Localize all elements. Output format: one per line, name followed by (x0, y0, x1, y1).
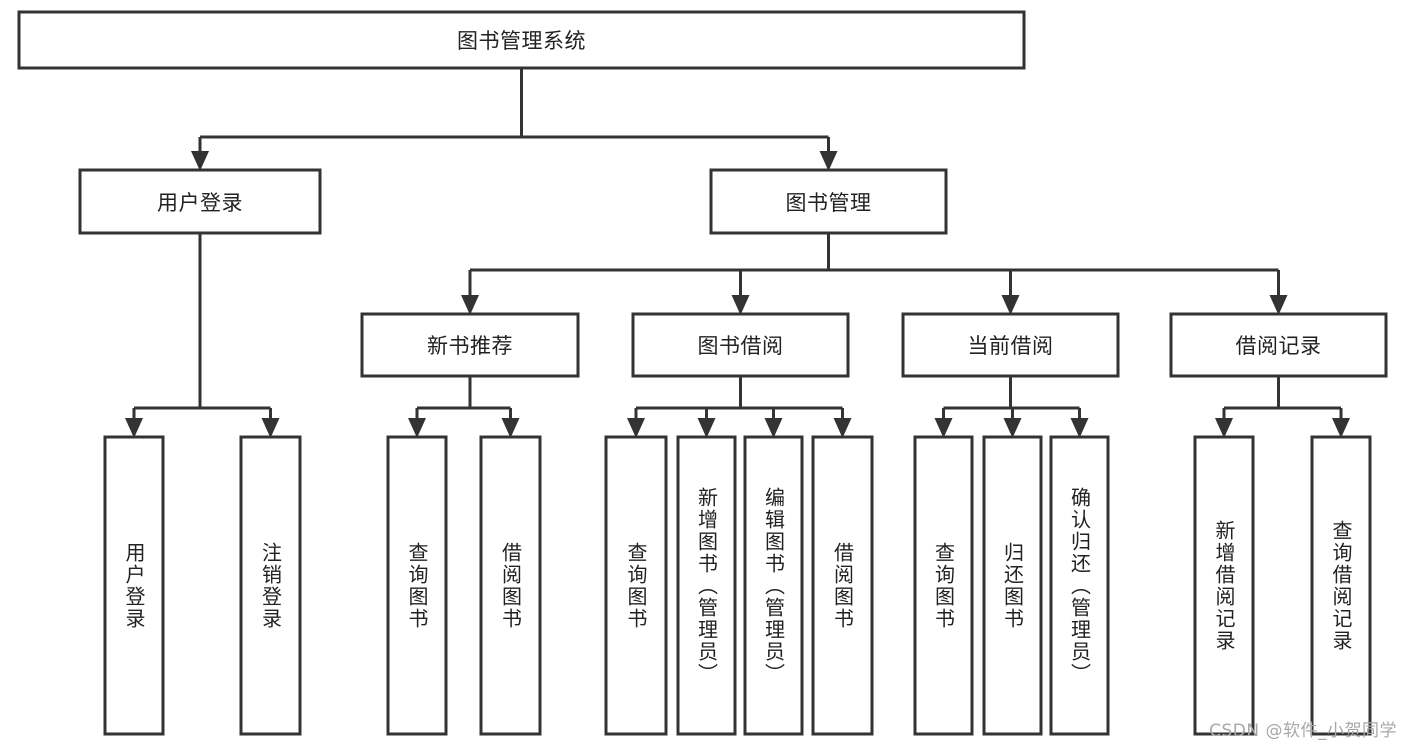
arrow-head (1269, 295, 1288, 315)
node-book-borrow[interactable] (633, 314, 848, 376)
node-box-leaf-add-borrow-record[interactable] (1193, 435, 1255, 736)
arrow-head (697, 418, 716, 438)
node-box-leaf-borrow-book-borrow[interactable] (811, 435, 874, 736)
node-box-leaf-query-book-current[interactable] (913, 435, 974, 736)
node-leaf-add-book-admin[interactable] (678, 437, 735, 734)
arrow-head (833, 418, 852, 438)
node-leaf-confirm-return-admin[interactable] (1051, 437, 1108, 734)
arrow-head (261, 418, 280, 438)
node-root[interactable] (19, 12, 1024, 68)
node-box-leaf-query-book-borrow[interactable] (604, 435, 668, 736)
node-leaf-return-book[interactable] (984, 437, 1041, 734)
node-box-root[interactable] (17, 10, 1026, 70)
node-leaf-user-logout[interactable] (241, 437, 300, 734)
csdn-watermark: CSDN @软件_小贺同学 (1209, 721, 1397, 741)
node-leaf-borrow-book-borrow[interactable] (813, 437, 872, 734)
arrow-head (1215, 418, 1233, 438)
arrow-head (731, 295, 750, 315)
connectors (125, 68, 1350, 438)
node-box-leaf-user-login[interactable] (103, 435, 165, 736)
node-user-login[interactable] (80, 170, 320, 233)
node-leaf-add-borrow-record[interactable] (1195, 437, 1253, 734)
node-box-leaf-edit-book-admin[interactable] (743, 435, 804, 736)
node-leaf-query-book-recommend[interactable] (388, 437, 446, 734)
node-box-leaf-query-borrow-record[interactable] (1310, 435, 1372, 736)
arrow-head (1070, 418, 1089, 438)
node-box-current-borrow[interactable] (901, 312, 1120, 378)
node-borrow-record[interactable] (1171, 314, 1386, 376)
node-box-borrow-record[interactable] (1169, 312, 1388, 378)
arrow-head (934, 418, 953, 438)
node-current-borrow[interactable] (903, 314, 1118, 376)
arrow-head (461, 295, 479, 315)
node-book-manage[interactable] (711, 170, 946, 233)
arrow-head (125, 418, 143, 438)
arrow-head (627, 418, 645, 438)
arrow-head (1003, 418, 1022, 438)
node-boxes (17, 10, 1388, 736)
node-leaf-query-book-borrow[interactable] (606, 437, 666, 734)
node-box-book-borrow[interactable] (631, 312, 850, 378)
node-leaf-borrow-book-recommend[interactable] (481, 437, 540, 734)
node-box-leaf-borrow-book-recommend[interactable] (479, 435, 542, 736)
arrow-head (1332, 418, 1350, 438)
node-box-leaf-query-book-recommend[interactable] (386, 435, 448, 736)
node-box-leaf-add-book-admin[interactable] (676, 435, 737, 736)
node-box-user-login[interactable] (78, 168, 322, 235)
arrow-head (408, 418, 426, 438)
node-new-book-recommend[interactable] (362, 314, 578, 376)
arrow-head (191, 151, 209, 171)
node-leaf-edit-book-admin[interactable] (745, 437, 802, 734)
node-leaf-user-login[interactable] (105, 437, 163, 734)
arrow-head (819, 151, 838, 171)
arrow-head (764, 418, 783, 438)
node-box-leaf-confirm-return-admin[interactable] (1049, 435, 1110, 736)
node-leaf-query-borrow-record[interactable] (1312, 437, 1370, 734)
node-leaf-query-book-current[interactable] (915, 437, 972, 734)
node-box-new-book-recommend[interactable] (360, 312, 580, 378)
arrow-head (501, 418, 520, 438)
arrow-head (1001, 295, 1020, 315)
node-box-book-manage[interactable] (709, 168, 948, 235)
node-box-leaf-return-book[interactable] (982, 435, 1043, 736)
node-box-leaf-user-logout[interactable] (239, 435, 302, 736)
